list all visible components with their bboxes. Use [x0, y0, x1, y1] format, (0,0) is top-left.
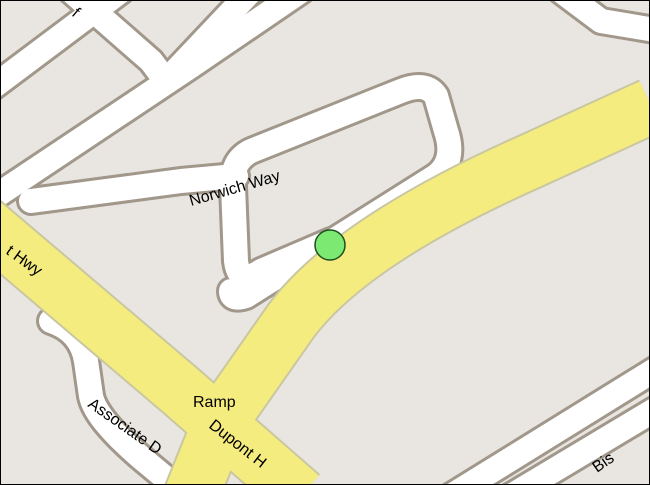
highway-fill	[1, 81, 649, 484]
location-marker[interactable]	[314, 229, 346, 261]
label-ramp: Ramp	[193, 394, 236, 411]
